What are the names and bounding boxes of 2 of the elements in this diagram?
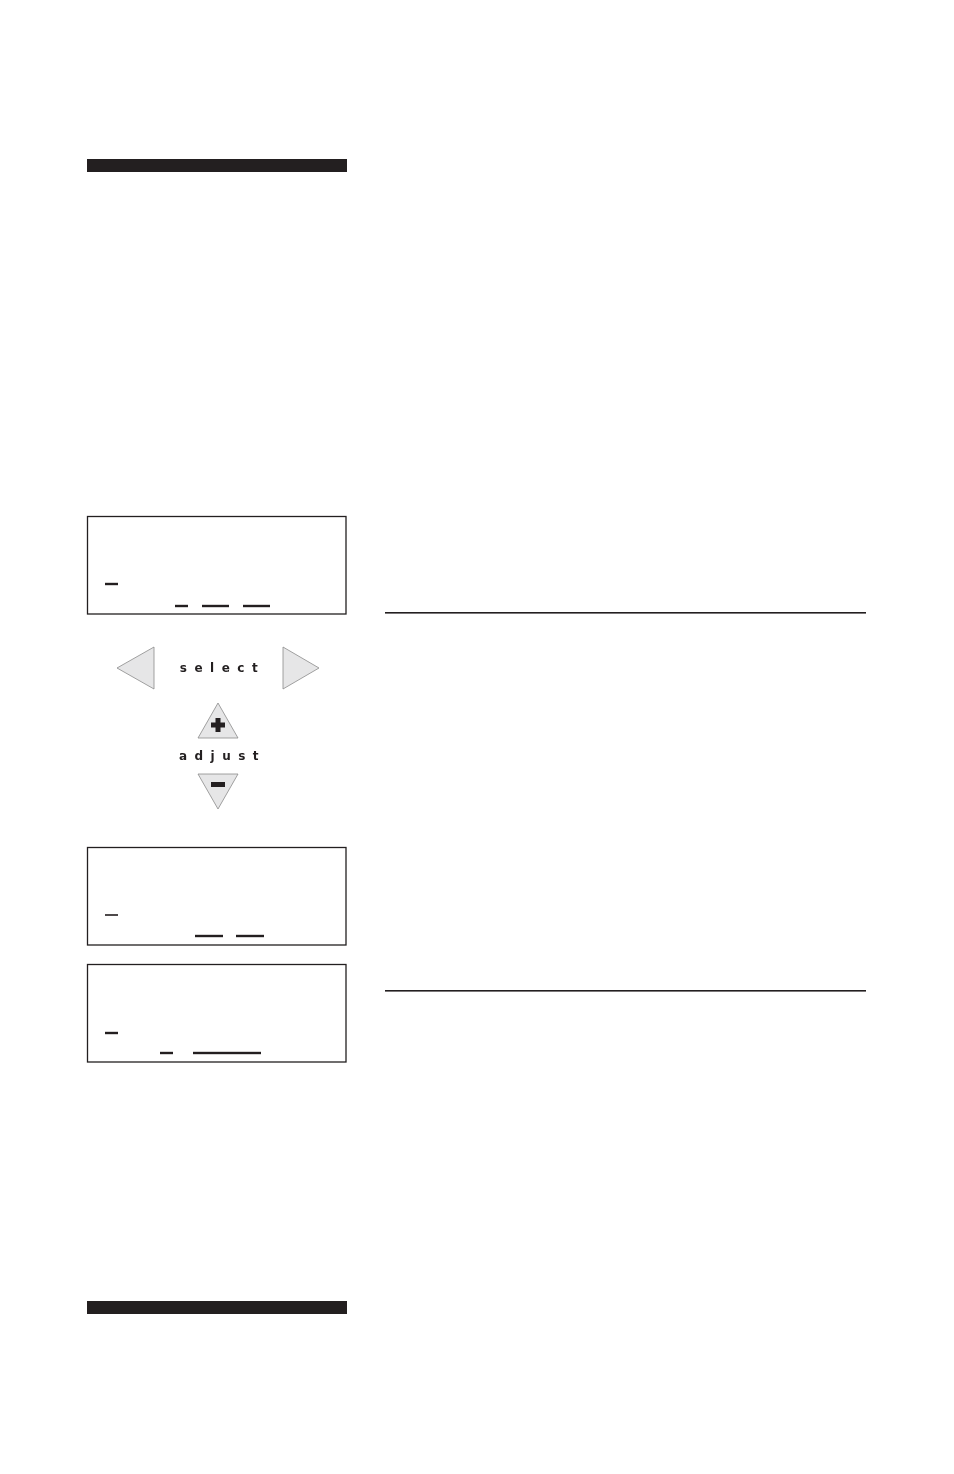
control-label: adjust bbox=[177, 749, 267, 763]
control-label: select bbox=[178, 661, 266, 675]
